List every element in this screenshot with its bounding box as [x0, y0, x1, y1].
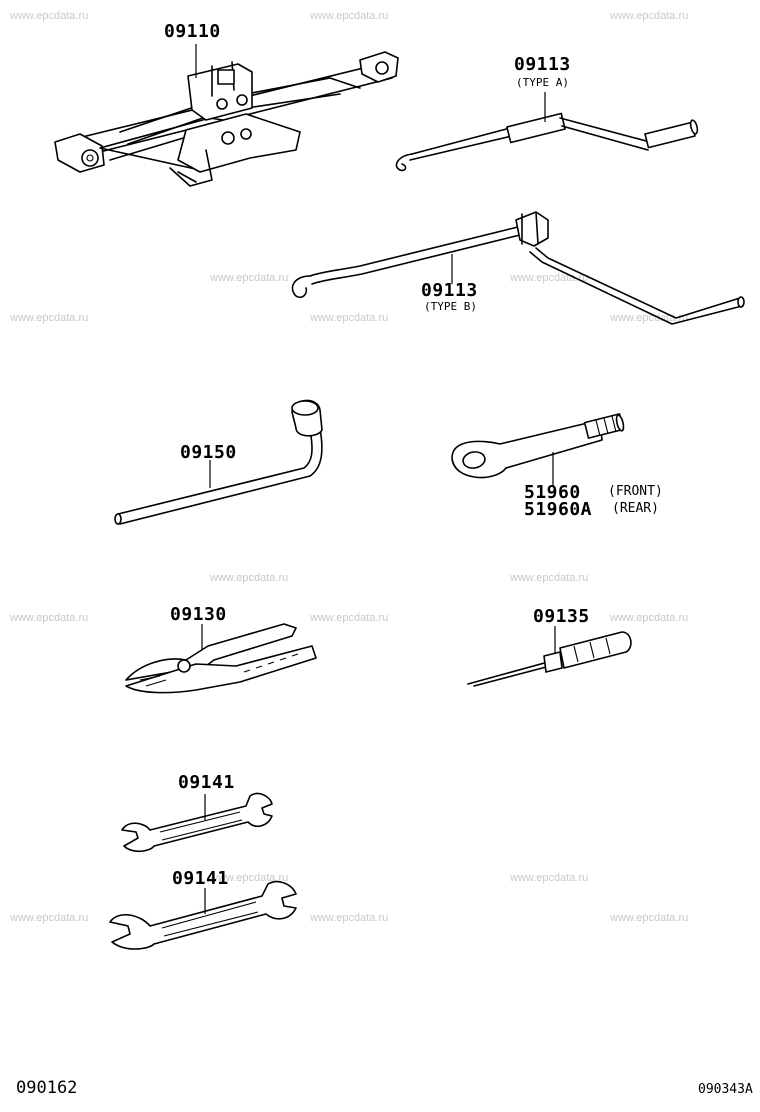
part-number-wrench-small: 09141 [178, 772, 235, 793]
part-number-jack: 09110 [164, 21, 221, 42]
watermark: www.epcdata.ru [310, 312, 389, 324]
pliers-drawing [126, 624, 316, 693]
watermark: www.epcdata.ru [10, 612, 89, 624]
part-number-screwdriver: 09135 [533, 606, 590, 627]
watermark: www.epcdata.ru [10, 10, 89, 22]
open-end-wrench-small-drawing [122, 794, 272, 852]
watermark: www.epcdata.ru [10, 312, 89, 324]
part-number-handle-type-b: 09113 [421, 280, 478, 301]
watermark: www.epcdata.ru [210, 572, 289, 584]
watermark: www.epcdata.ru [510, 872, 589, 884]
part-number-wheel-nut-wrench: 09150 [180, 442, 237, 463]
watermark: www.epcdata.ru [10, 912, 89, 924]
watermark: www.epcdata.ru [610, 912, 689, 924]
part-number-tool-front: 51960 [524, 482, 581, 503]
part-number-wrench-large: 09141 [172, 868, 229, 889]
spare-wheel-tool-drawing [452, 414, 625, 478]
jack-handle-type-b-drawing [292, 212, 744, 324]
watermark: www.epcdata.ru [310, 612, 389, 624]
jack-handle-type-a-drawing [396, 113, 698, 170]
part-number-handle-type-a: 09113 [514, 54, 571, 75]
wheel-nut-wrench-drawing [115, 400, 322, 524]
part-note-handle-type-a: (TYPE A) [516, 76, 569, 89]
part-number-tool-rear: 51960A [524, 499, 593, 520]
watermark: www.epcdata.ru [210, 272, 289, 284]
watermark: www.epcdata.ru [210, 872, 289, 884]
screwdriver-drawing [468, 632, 631, 686]
watermark: www.epcdata.ru [510, 572, 589, 584]
watermark: www.epcdata.ru [610, 10, 689, 22]
part-note-tool-front: (FRONT) [608, 484, 663, 499]
figure-code-left: 090162 [16, 1078, 78, 1098]
part-note-tool-rear: (REAR) [612, 501, 659, 516]
scissor-jack-drawing [55, 52, 398, 186]
part-number-pliers: 09130 [170, 604, 227, 625]
watermark: www.epcdata.ru [610, 612, 689, 624]
figure-code-right: 090343A [698, 1082, 753, 1097]
watermark: www.epcdata.ru [310, 10, 389, 22]
part-note-handle-type-b: (TYPE B) [424, 300, 477, 313]
open-end-wrench-large-drawing [110, 882, 296, 949]
watermark: www.epcdata.ru [310, 912, 389, 924]
